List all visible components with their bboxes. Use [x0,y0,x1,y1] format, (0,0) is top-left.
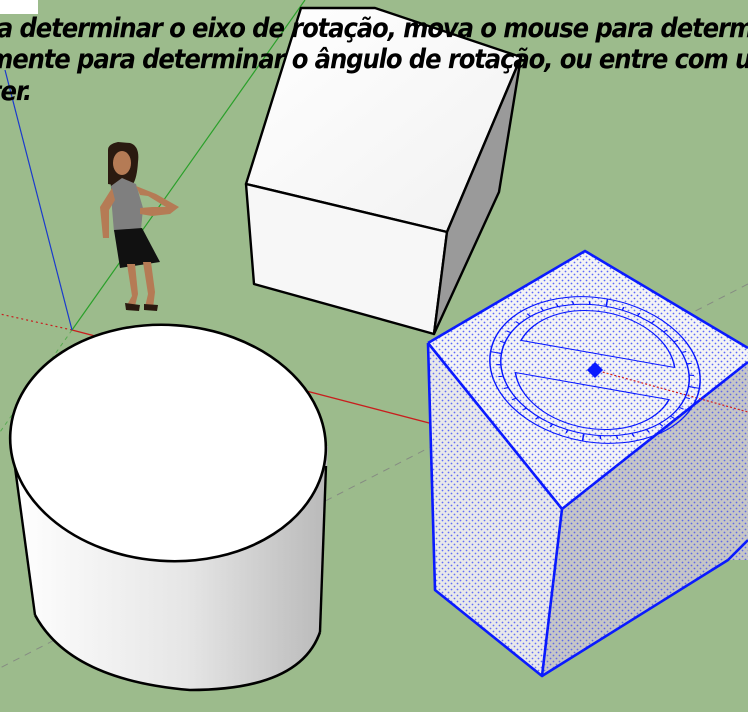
protractor-tick [685,396,691,400]
protractor-tick [678,406,684,410]
protractor-tick [526,313,532,317]
instruction-line-3: ter. [0,76,32,107]
protractor-tick [506,330,512,334]
protractor-tick [681,351,687,353]
protractor-tick [522,407,527,411]
protractor-tick [555,303,559,307]
green-axis [71,0,306,331]
protractor-tick [621,306,625,311]
protractor-tick [599,435,602,440]
protractor-tick [515,321,521,325]
protractor-tick [499,340,505,344]
protractor-tick [673,339,679,343]
protractor-tick [496,352,502,355]
protractor-cursor [489,296,701,444]
box-side-face [432,55,523,336]
protractor-guide-dashed [0,283,748,669]
protractor-tick [534,416,540,420]
protractor-tick [631,433,635,437]
instruction-chip [0,0,38,14]
protractor-tick [495,364,501,366]
protractor-tick [688,385,694,388]
protractor-tick [689,374,695,376]
cylinder-top-face [8,323,328,563]
protractor-tick [605,302,608,307]
protractor-tick [636,312,641,317]
protractor-tick [503,387,509,389]
red-axis-dotted [0,313,73,331]
protractor-tick [540,307,545,311]
box[interactable] [244,6,523,336]
protractor-tick [645,429,650,433]
protractor-tick [588,300,591,305]
protractor-tick [658,423,664,427]
protractor-tick [650,320,656,324]
protractor-tick [663,329,668,333]
protractor-tick [565,429,569,434]
protractor-tick [582,433,585,438]
blue-axis [4,69,73,331]
cylinder[interactable] [2,314,334,692]
human-figure[interactable] [100,142,179,311]
protractor-tick [549,423,554,428]
protractor-tick [669,415,675,419]
instruction-line-1: ra determinar o eixo de rotação, mova o … [0,13,748,44]
protractor-center-marker [586,361,604,379]
protractor-tick [686,362,692,365]
instruction-line-2: mente para determinar o ângulo de rotaçã… [0,44,748,75]
protractor-tick [571,301,575,305]
protractor-tick [511,397,517,401]
selected-cube[interactable] [426,249,748,678]
red-inference-line [594,369,748,413]
protractor-tick [615,435,619,439]
protractor-tick [498,375,504,378]
